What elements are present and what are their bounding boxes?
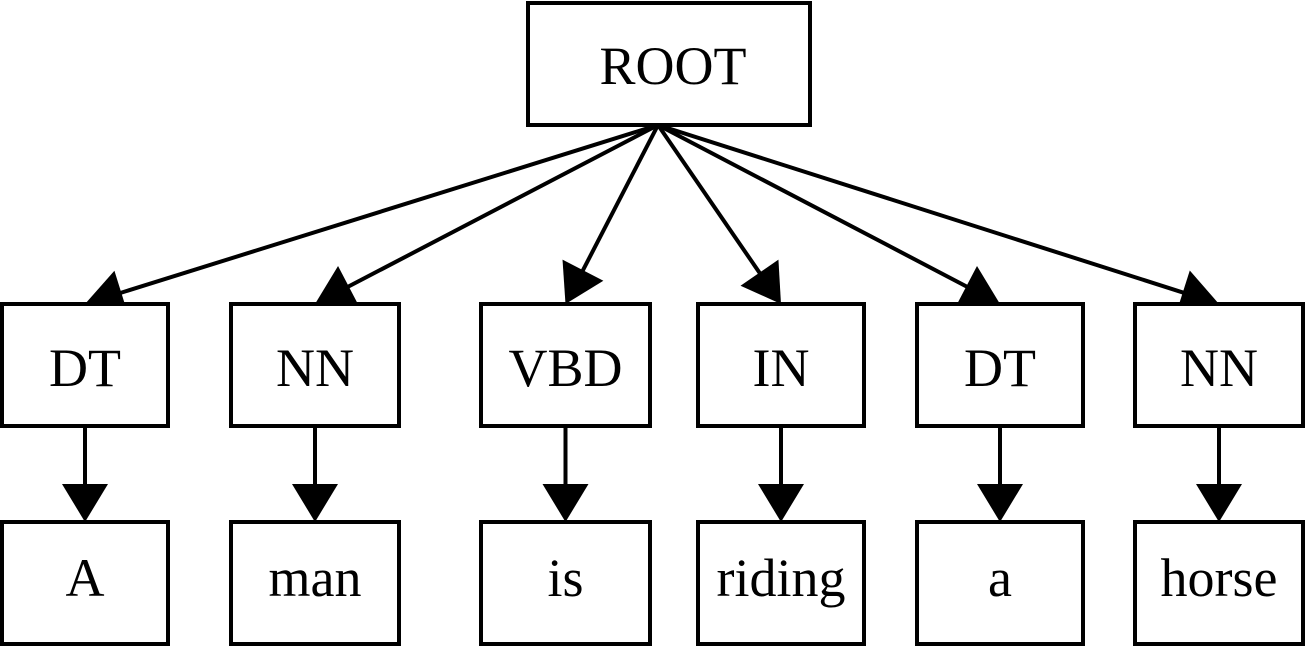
word-node: man: [229, 520, 401, 646]
word-label: a: [988, 548, 1012, 608]
word-node: is: [479, 520, 652, 646]
word-node: riding: [696, 520, 866, 646]
tag-label: DT: [964, 338, 1036, 398]
edge-tag-to-word-4-arrowhead: [977, 484, 1023, 522]
word-box: [0, 520, 170, 646]
word-node: A: [0, 520, 170, 646]
edge-tag-to-word-3-arrowhead: [758, 484, 804, 522]
word-label: A: [66, 548, 105, 608]
tag-box: [0, 302, 170, 428]
tag-label: DT: [49, 338, 121, 398]
tag-box: [479, 302, 652, 428]
tag-box: [1133, 302, 1305, 428]
word-label: is: [547, 548, 583, 608]
edge-root-to-tag-1-line: [344, 123, 659, 291]
root-label: ROOT: [600, 36, 747, 96]
tag-label: IN: [753, 338, 810, 398]
word-label: horse: [1161, 548, 1278, 608]
word-box: [1133, 520, 1305, 646]
tag-box: [915, 302, 1085, 428]
tag-node: NN: [229, 302, 401, 428]
tag-node: DT: [0, 302, 170, 428]
edges-layer: [62, 123, 1242, 522]
edge-root-to-tag-0-line: [116, 123, 659, 296]
root-node: ROOT: [526, 1, 812, 127]
word-label: man: [269, 548, 362, 608]
tag-box: [229, 302, 401, 428]
tag-node: NN: [1133, 302, 1305, 428]
tag-node: IN: [696, 302, 866, 428]
edge-root-to-tag-1-arrowhead: [315, 266, 360, 307]
edge-root-to-tag-4-line: [657, 123, 971, 291]
edge-tag-to-word-0-arrowhead: [62, 484, 108, 522]
edge-tag-to-word-1-arrowhead: [292, 484, 338, 522]
word-box: [915, 520, 1085, 646]
word-label: riding: [717, 548, 846, 608]
tag-node: VBD: [479, 302, 652, 428]
edge-root-to-tag-3-arrowhead: [740, 259, 781, 304]
edge-tag-to-word-5-arrowhead: [1196, 484, 1242, 522]
edge-root-to-tag-4-arrowhead: [955, 266, 1000, 307]
tag-box: [696, 302, 866, 428]
word-box: [696, 520, 866, 646]
edge-root-to-tag-5-line: [657, 123, 1188, 296]
tag-label: NN: [1180, 338, 1258, 398]
word-box: [479, 520, 652, 646]
edge-root-to-tag-3-line: [656, 123, 764, 278]
word-node: a: [915, 520, 1085, 646]
word-box: [229, 520, 401, 646]
word-node: horse: [1133, 520, 1305, 646]
tag-node: DT: [915, 302, 1085, 428]
tag-label: NN: [276, 338, 354, 398]
root-box: [526, 1, 812, 127]
tag-label: VBD: [508, 338, 622, 398]
edge-tag-to-word-2-arrowhead: [542, 484, 589, 522]
edge-root-to-tag-2-arrowhead: [562, 259, 604, 304]
edge-root-to-tag-2-line: [579, 124, 660, 275]
